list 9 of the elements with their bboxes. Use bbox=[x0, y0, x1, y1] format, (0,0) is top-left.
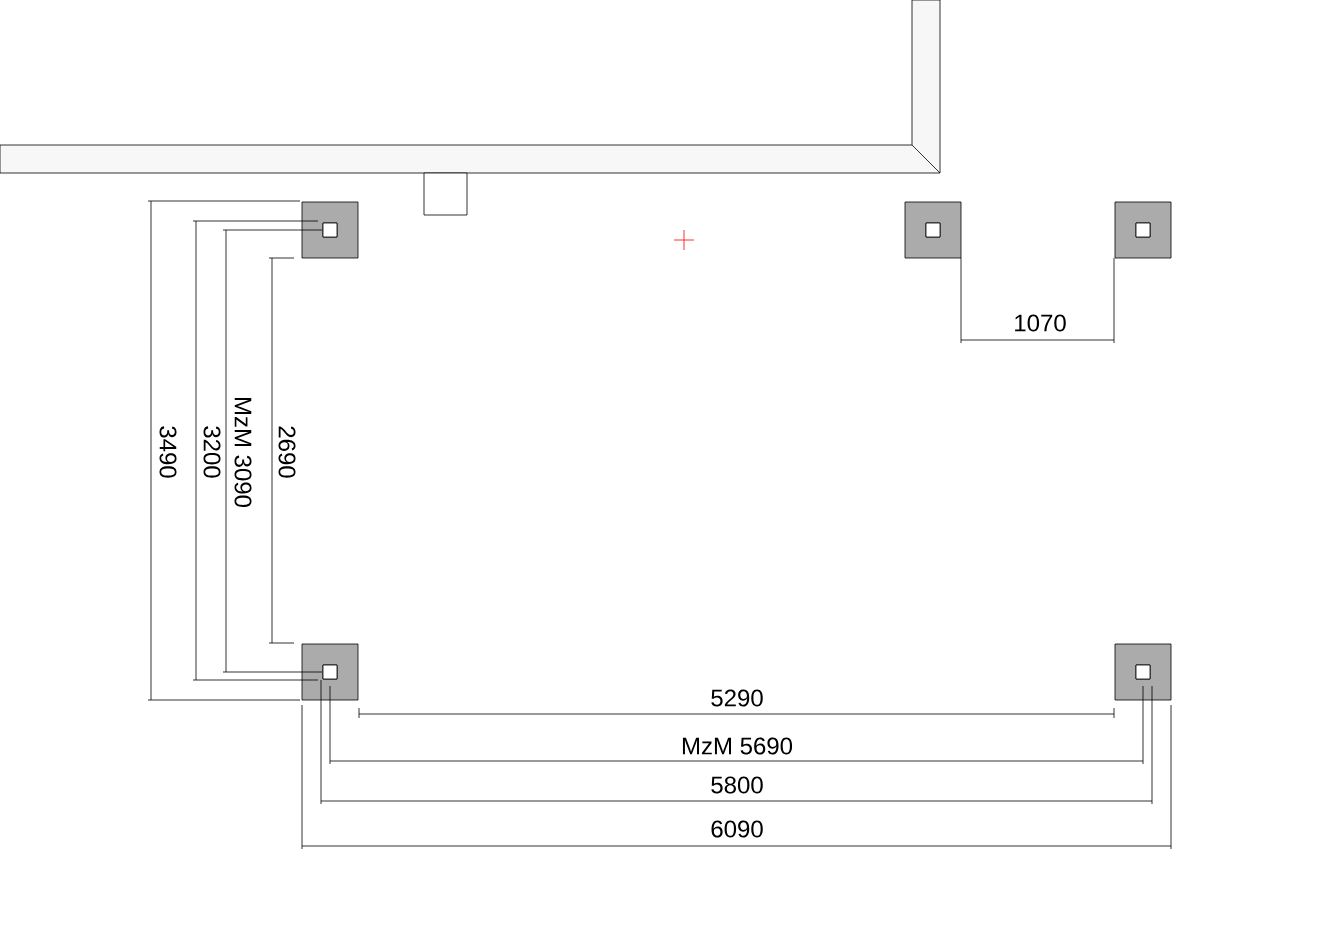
dimension-label: 6090 bbox=[711, 820, 763, 838]
dimension-label: 1070 bbox=[1015, 314, 1066, 332]
dimension-label: 3200 bbox=[203, 426, 221, 478]
dimension-label: 2690 bbox=[278, 426, 296, 478]
dimension-label: 5290 bbox=[711, 689, 763, 707]
dimension-label: 3490 bbox=[159, 426, 177, 478]
dimension-label: MzM 5690 bbox=[682, 737, 793, 755]
dimension-label: MzM 3090 bbox=[234, 397, 252, 508]
dimension-label: 5800 bbox=[711, 776, 763, 794]
